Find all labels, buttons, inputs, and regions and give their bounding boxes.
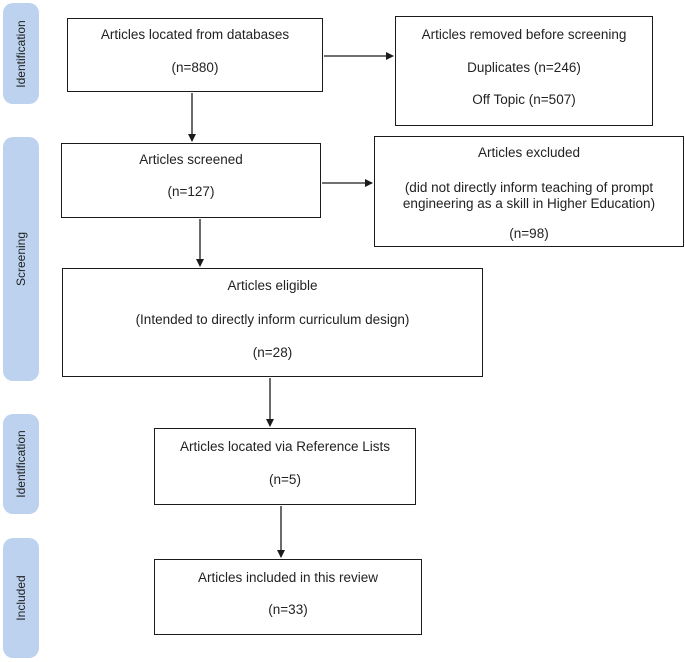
box-reference-lists: Articles located via Reference Lists (n=…: [154, 428, 416, 505]
phase-screening: Screening: [3, 137, 39, 381]
box-title: Articles screened: [139, 152, 243, 167]
box-located-databases: Articles located from databases (n=880): [67, 18, 323, 92]
removed-off-topic: Off Topic (n=507): [472, 92, 576, 107]
excluded-reason-line1: (did not directly inform teaching of pro…: [404, 180, 654, 195]
box-articles-eligible: Articles eligible (Intended to directly …: [62, 268, 483, 377]
box-removed-before-screening: Articles removed before screening Duplic…: [395, 16, 653, 126]
box-title: Articles located via Reference Lists: [179, 439, 391, 454]
box-title: Articles removed before screening: [421, 27, 627, 42]
box-count: (n=28): [252, 345, 293, 360]
phase-included: Included: [3, 538, 39, 658]
phase-identification-2: Identification: [3, 414, 39, 514]
excluded-reason-line2: engineering as a skill in Higher Educati…: [402, 196, 656, 211]
box-title: Articles eligible: [227, 278, 318, 293]
removed-duplicates: Duplicates (n=246): [467, 60, 581, 75]
box-articles-screened: Articles screened (n=127): [61, 143, 321, 218]
box-included-review: Articles included in this review (n=33): [154, 559, 422, 635]
box-title: Articles included in this review: [197, 570, 379, 585]
box-count: (n=127): [167, 184, 215, 199]
phase-identification-1: Identification: [3, 3, 39, 104]
eligible-note: (Intended to directly inform curriculum …: [135, 312, 410, 327]
box-count: (n=98): [509, 226, 549, 241]
box-count: (n=5): [269, 472, 301, 487]
box-title: Articles located from databases: [100, 27, 290, 42]
box-title: Articles excluded: [477, 145, 581, 160]
box-count: (n=880): [171, 60, 219, 75]
box-articles-excluded: Articles excluded (did not directly info…: [374, 136, 684, 247]
box-count: (n=33): [268, 602, 308, 617]
